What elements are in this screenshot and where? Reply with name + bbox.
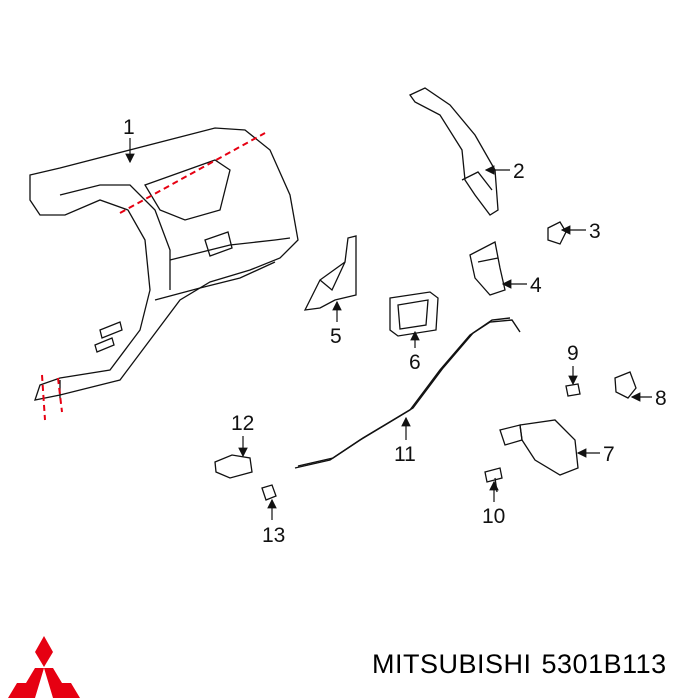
callout-2: 2 (484, 160, 525, 183)
callout-3: 3 (560, 220, 601, 243)
callout-label-7: 7 (603, 443, 615, 466)
callout-label-9: 9 (567, 342, 579, 365)
callout-label-2: 2 (513, 160, 525, 183)
callout-7: 7 (576, 443, 615, 466)
callout-8: 8 (630, 387, 667, 410)
cut-lines (41, 132, 266, 421)
callout-10: 10 (482, 480, 505, 528)
quarter-panel (29, 127, 299, 401)
brand-caption: MITSUBISHI 5301B113 (372, 649, 677, 680)
fuel-housing-6 (389, 291, 439, 337)
callout-label-12: 12 (231, 412, 254, 435)
callout-label-8: 8 (655, 387, 667, 410)
clip-8 (614, 371, 637, 399)
callout-label-5: 5 (330, 325, 342, 348)
callout-label-3: 3 (589, 220, 601, 243)
callout-12: 12 (231, 412, 254, 458)
callout-label-4: 4 (530, 274, 542, 297)
clip-9 (565, 383, 581, 397)
release-cable-11 (294, 317, 521, 469)
callout-11: 11 (394, 416, 416, 466)
callout-6: 6 (409, 330, 421, 374)
fuel-door-7 (499, 419, 579, 476)
callout-label-11: 11 (394, 443, 416, 466)
callout-1: 1 (123, 116, 135, 164)
callout-5: 5 (330, 300, 342, 348)
callout-9: 9 (567, 342, 579, 386)
callout-label-10: 10 (482, 505, 505, 528)
callout-4: 4 (501, 274, 542, 297)
callout-label-13: 13 (262, 524, 285, 547)
mitsubishi-logo-icon (8, 636, 80, 698)
bracket-12 (214, 454, 253, 479)
callout-label-6: 6 (409, 351, 421, 374)
part-number: 5301B113 (541, 649, 667, 679)
brand-name: MITSUBISHI (372, 649, 532, 679)
callout-13: 13 (262, 498, 285, 547)
small-bracket-3 (547, 221, 567, 245)
bolt-13 (261, 484, 277, 501)
inner-rail (409, 87, 499, 216)
callout-label-1: 1 (123, 116, 135, 139)
bracket-4 (469, 241, 506, 296)
bracket-5 (303, 235, 357, 311)
